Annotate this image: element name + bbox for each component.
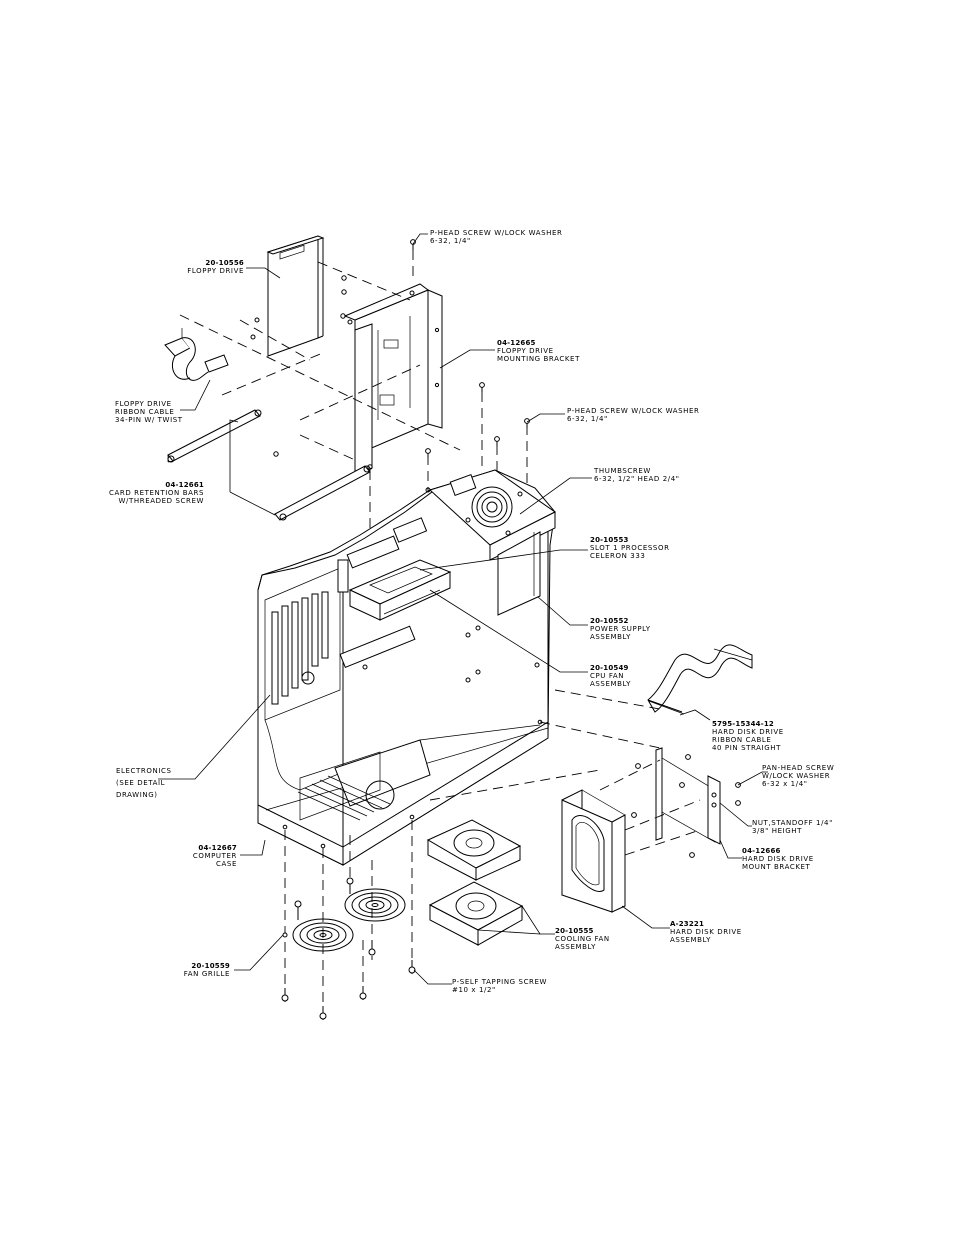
floppy-mounting-bracket	[340, 275, 443, 476]
callout-thumbscrew: THUMBSCREW 6-32, 1/2" HEAD 2/4"	[594, 467, 680, 483]
floppy-ribbon-cable	[164, 328, 229, 381]
fan-grille-right	[344, 888, 406, 922]
callout-panhead-screw: PAN-HEAD SCREW W/LOCK WASHER 6-32 x 1/4"	[762, 764, 835, 788]
projection-lines-hdd	[429, 689, 701, 856]
cooling-fan-upper	[426, 819, 522, 881]
hdd-mount-bracket	[631, 747, 741, 858]
hdd-ribbon-cable	[647, 644, 753, 715]
callout-power-supply: 20-10552 POWER SUPPLY ASSEMBLY	[590, 617, 651, 641]
callout-electronics: ELECTRONICS (SEE DETAIL DRAWING)	[116, 767, 172, 799]
callout-hdd-cable: 5795-15344-12 HARD DISK DRIVE RIBBON CAB…	[712, 720, 784, 752]
callout-phead-screw-top: P-HEAD SCREW W/LOCK WASHER 6-32, 1/4"	[430, 229, 563, 245]
computer-case	[257, 469, 556, 866]
callout-processor: 20-10553 SLOT 1 PROCESSOR CELERON 333	[590, 536, 670, 560]
callout-floppy-drive: 20-10556 FLOPPY DRIVE	[187, 259, 244, 275]
power-supply	[425, 469, 556, 616]
screws-upper	[410, 239, 530, 458]
callout-fan-grille: 20-10559 FAN GRILLE	[183, 962, 230, 978]
slot1-processor	[348, 559, 452, 621]
callout-floppy-cable: FLOPPY DRIVE RIBBON CABLE 34-PIN W/ TWIS…	[115, 400, 183, 424]
screws-lower	[281, 820, 416, 1020]
callout-self-tap-screw: P-SELF TAPPING SCREW #10 x 1/2"	[452, 978, 548, 994]
callout-hdd-bracket: 04-12666 HARD DISK DRIVE MOUNT BRACKET	[742, 847, 814, 871]
projection-lines-upper	[179, 250, 528, 690]
electronics-board	[264, 517, 428, 721]
callout-cooling-fan: 20-10555 COOLING FAN ASSEMBLY	[555, 927, 610, 951]
callout-floppy-bracket: 04-12665 FLOPPY DRIVE MOUNTING BRACKET	[497, 339, 580, 363]
leader-lines	[158, 233, 768, 985]
drive-bay	[297, 739, 431, 821]
callout-computer-case: 04-12667 COMPUTER CASE	[192, 844, 237, 868]
cooling-fan-lower	[428, 881, 524, 946]
callout-card-bars: 04-12661 CARD RETENTION BARS W/THREADED …	[109, 481, 204, 505]
callout-hdd-assembly: A-23221 HARD DISK DRIVE ASSEMBLY	[670, 920, 742, 944]
callout-nut-standoff: NUT,STANDOFF 1/4" 3/8" HEIGHT	[752, 819, 833, 835]
hdd-assembly	[561, 789, 626, 913]
callout-cpu-fan: 20-10549 CPU FAN ASSEMBLY	[590, 664, 631, 688]
floppy-drive	[250, 235, 325, 357]
callout-phead-screw-mid: P-HEAD SCREW W/LOCK WASHER 6-32, 1/4"	[567, 407, 700, 423]
